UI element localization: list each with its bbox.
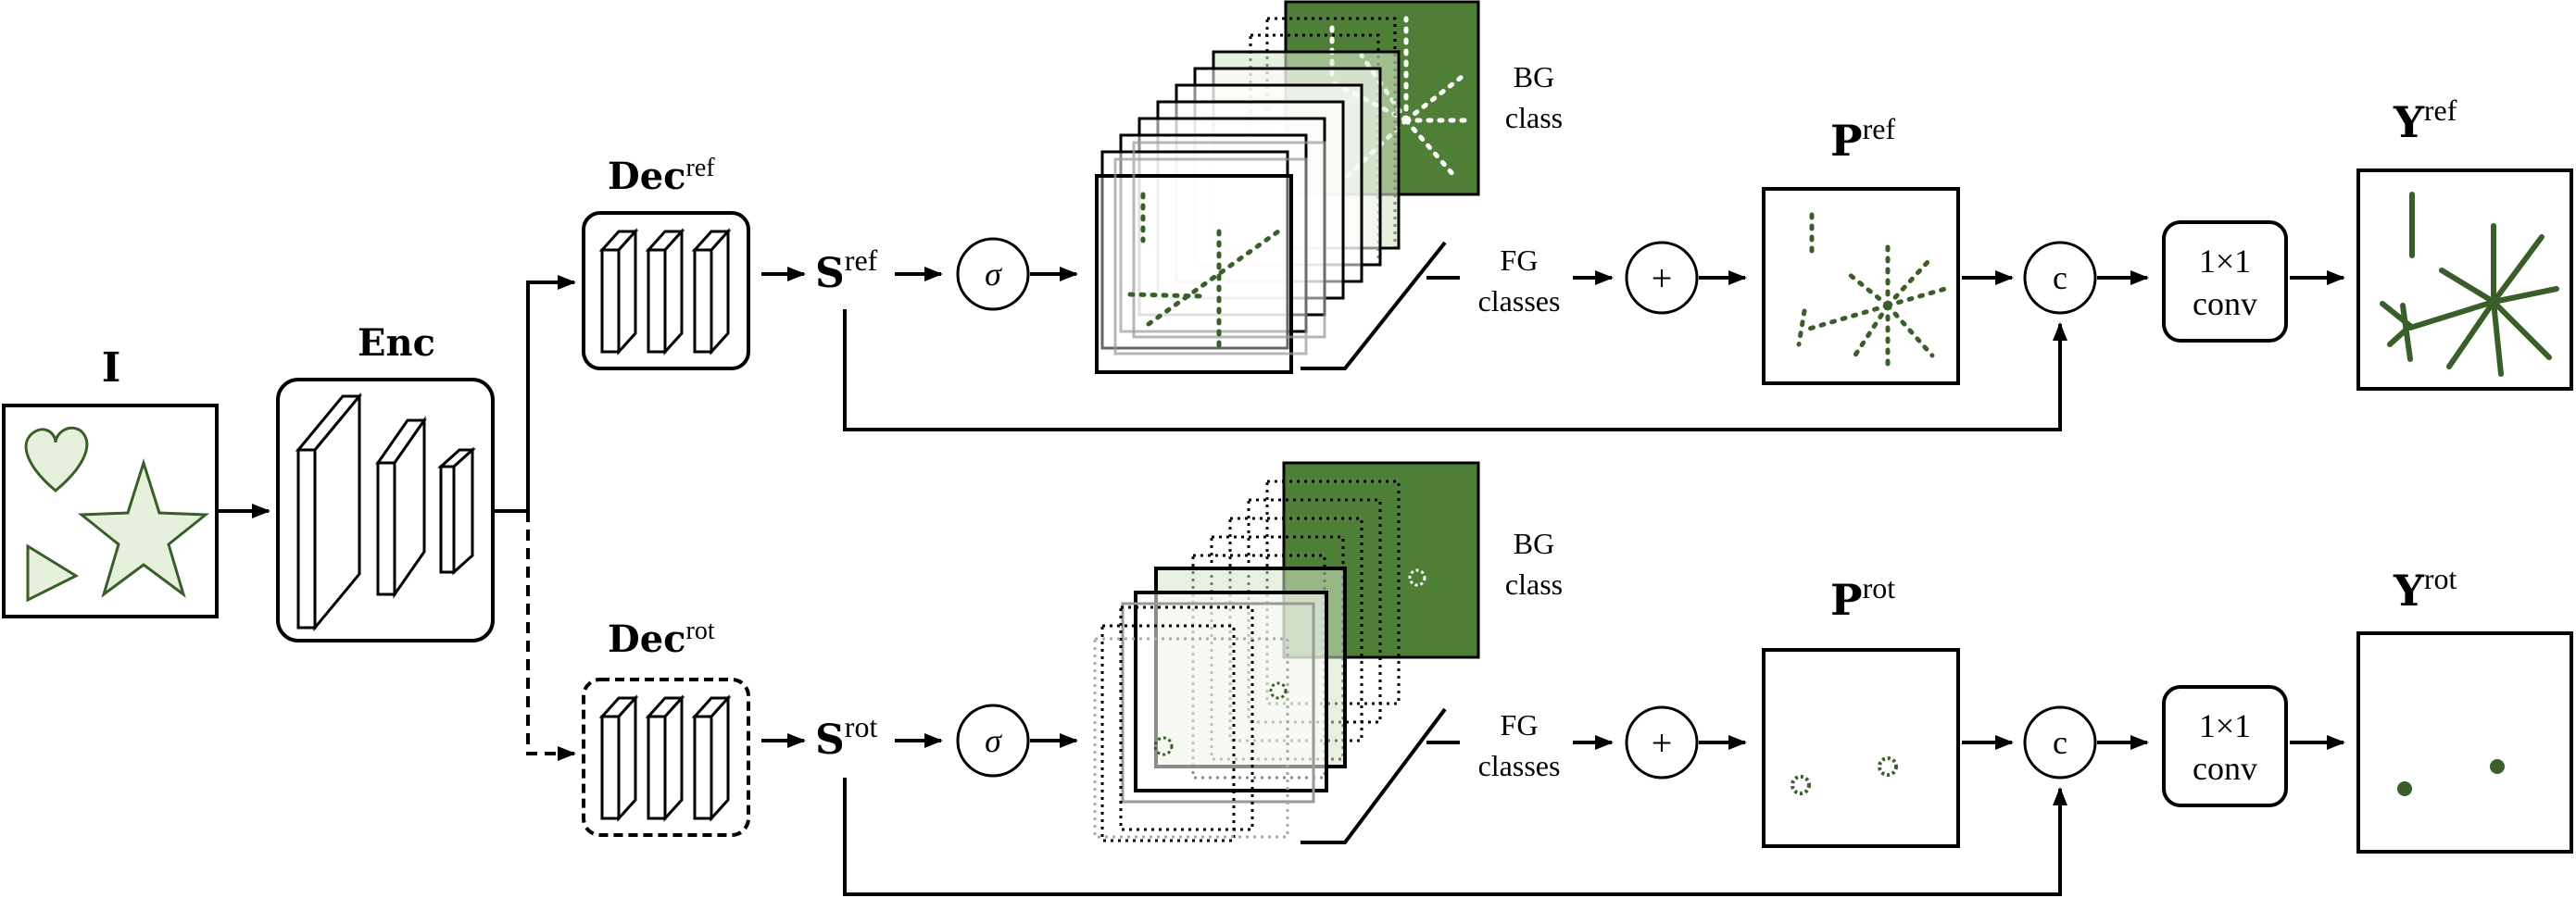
svg-text:σ: σ [985, 256, 1002, 293]
p-rot-label: Prot [1830, 571, 1895, 625]
bg-label-rot-line2: class [1505, 567, 1563, 601]
concat-rot-node: c [2023, 705, 2097, 780]
dec-ref-block [582, 211, 750, 370]
score-stack-rot [1093, 461, 1480, 844]
y-ref-label: Yref [2393, 94, 2457, 147]
p-rot-map [1762, 648, 1960, 848]
fg-label-ref-line1: FG [1501, 243, 1539, 277]
concat-ref-node: c [2023, 241, 2097, 315]
svg-text:c: c [2053, 724, 2067, 761]
svg-text:conv: conv [2193, 285, 2257, 322]
s-rot-label: Srot [815, 710, 877, 764]
sigma-ref-node: σ [956, 237, 1030, 311]
y-ref-map [2356, 168, 2573, 391]
dec-rot-block [582, 678, 750, 837]
svg-text:+: + [1652, 257, 1673, 299]
svg-text:σ: σ [985, 722, 1002, 759]
encoder-block [276, 378, 495, 642]
sigma-rot-node: σ [956, 704, 1030, 778]
star-shape [77, 458, 210, 598]
score-stack-ref [1095, 0, 1480, 374]
y-rot-map [2356, 631, 2573, 854]
fg-label-rot-line2: classes [1478, 749, 1561, 782]
input-label: I [102, 344, 121, 392]
fg-label-rot-line1: FG [1501, 708, 1539, 742]
heart-shape [24, 426, 89, 493]
bg-label-ref-line1: BG [1514, 60, 1554, 94]
plus-ref-node: + [1625, 241, 1699, 315]
conv-rot-block: 1×1 conv [2162, 685, 2288, 807]
bg-label-rot-line1: BG [1514, 527, 1554, 560]
p-ref-map [1762, 187, 1960, 385]
input-image [2, 404, 219, 618]
svg-text:+: + [1652, 722, 1673, 764]
s-ref-label: Sref [815, 243, 878, 297]
svg-text:1×1: 1×1 [2199, 243, 2251, 280]
dec-rot-label: Decrot [608, 617, 715, 661]
triangle-shape [26, 543, 80, 603]
svg-text:1×1: 1×1 [2199, 707, 2251, 744]
y-rot-label: Yrot [2393, 562, 2457, 616]
fg-label-ref-line2: classes [1478, 284, 1561, 318]
p-ref-label: Pref [1830, 112, 1895, 166]
encoder-label: Enc [358, 321, 435, 365]
dec-ref-label: Decref [608, 154, 715, 198]
bg-label-ref-line2: class [1505, 101, 1563, 134]
front-map [1095, 174, 1293, 374]
svg-text:c: c [2053, 259, 2067, 296]
plus-rot-node: + [1625, 705, 1699, 780]
conv-ref-block: 1×1 conv [2162, 220, 2288, 343]
svg-text:conv: conv [2193, 750, 2257, 787]
